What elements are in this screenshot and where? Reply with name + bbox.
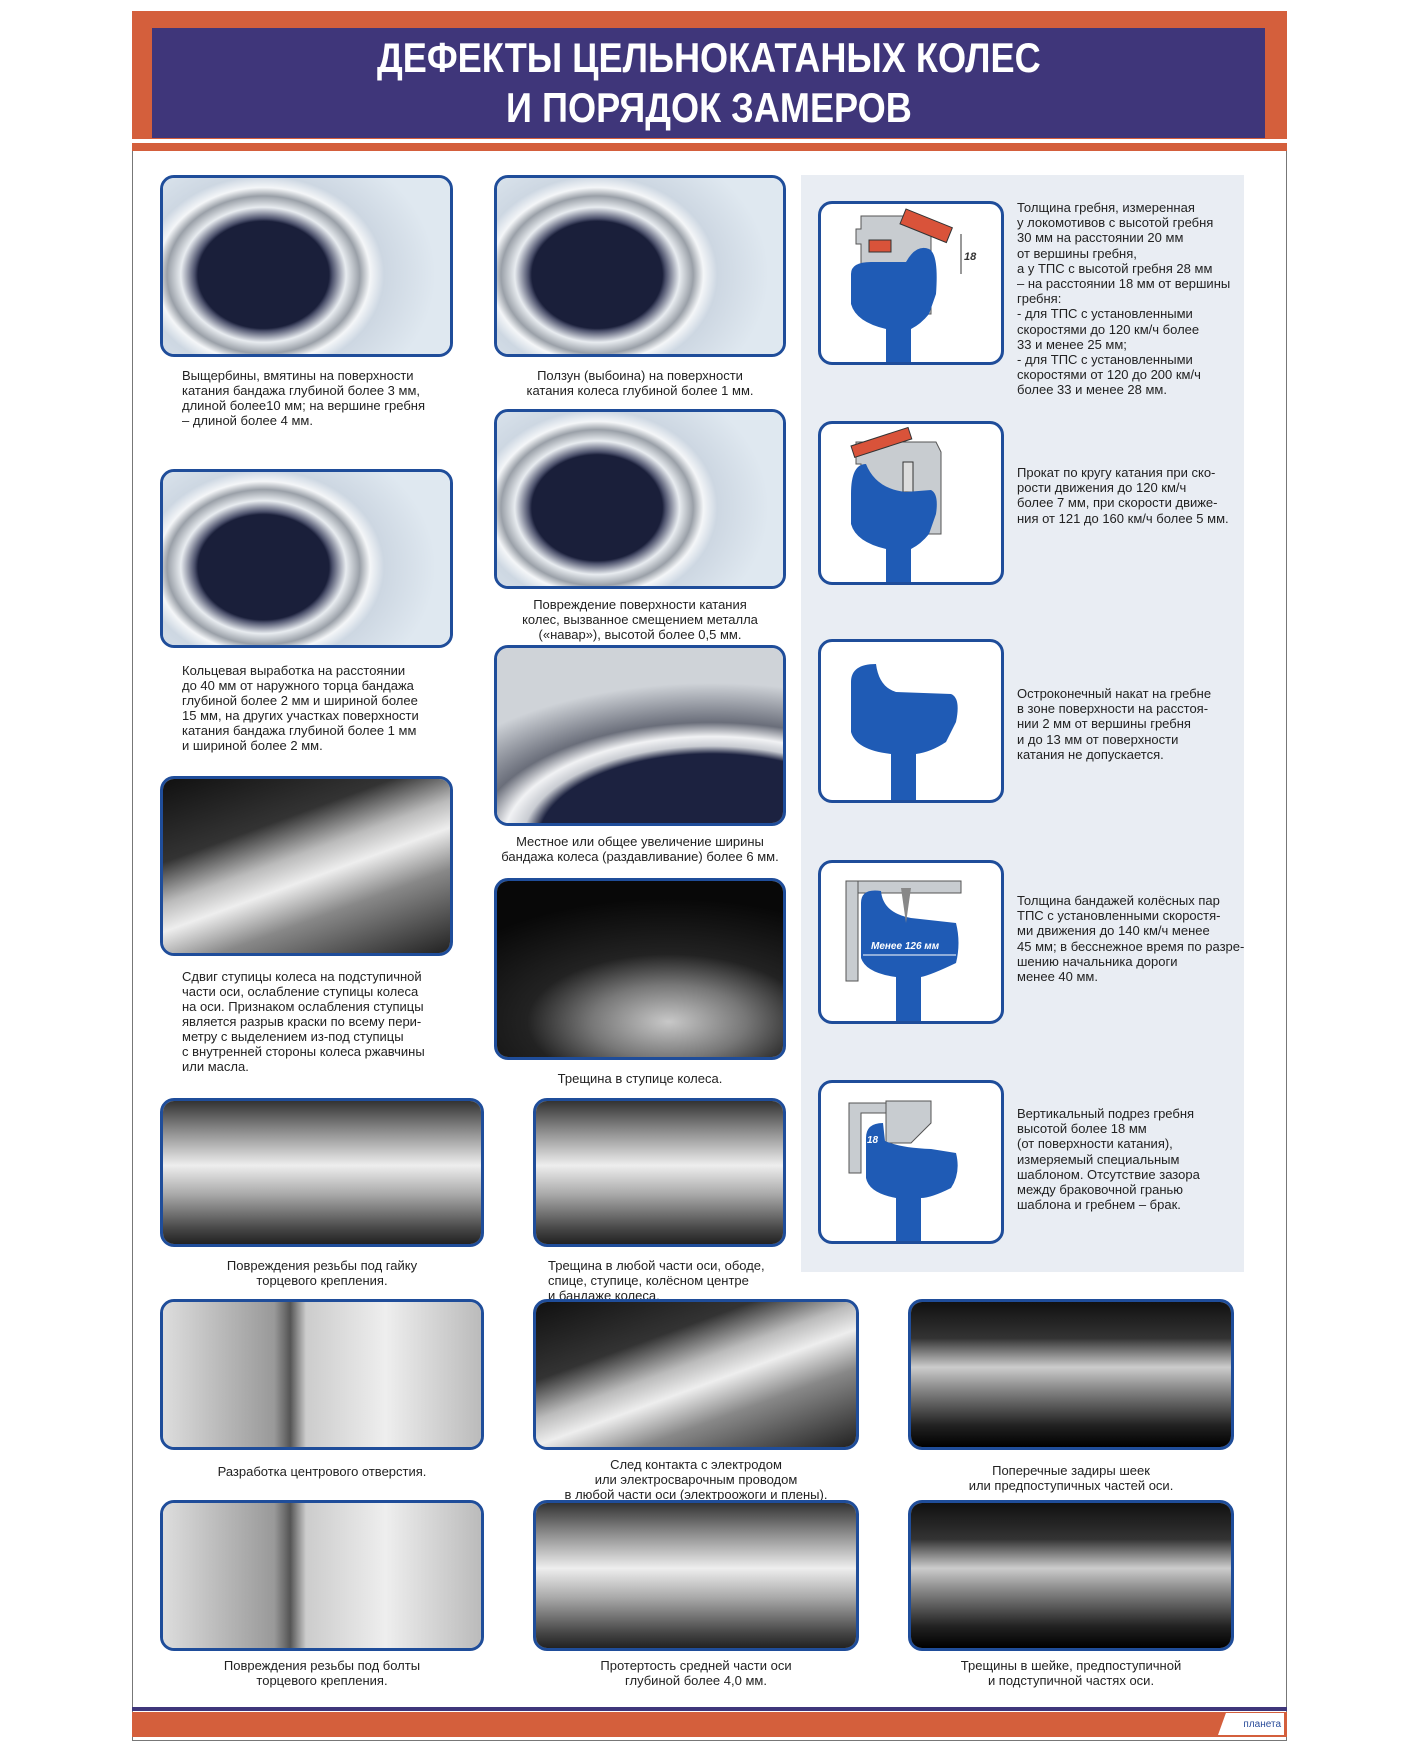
vertical-undercut-diagram: 18 bbox=[818, 1080, 1004, 1244]
publisher-logo: планета bbox=[1218, 1713, 1284, 1735]
defect-caption: Сдвиг ступицы колеса на подступичной час… bbox=[182, 969, 425, 1074]
defect-image bbox=[536, 1503, 856, 1648]
defect-caption: Повреждения резьбы под гайку торцевого к… bbox=[226, 1258, 418, 1288]
dimension-label: 18 bbox=[867, 1135, 879, 1146]
defect-caption: Ползун (выбоина) на поверхности катания … bbox=[526, 368, 754, 398]
defect-image bbox=[163, 1302, 481, 1447]
defect-image bbox=[536, 1302, 856, 1447]
measurement-text-sharp-flange: Остроконечный накат на гребне в зоне пов… bbox=[1017, 686, 1212, 762]
defect-photo bbox=[160, 1098, 484, 1247]
defect-caption: Поперечные задиры шеек или предпоступичн… bbox=[968, 1463, 1174, 1493]
footer-line bbox=[132, 1707, 1287, 1711]
defect-photo bbox=[494, 645, 786, 826]
measurement-text-vertical-undercut: Вертикальный подрез гребня высотой более… bbox=[1017, 1106, 1200, 1213]
defect-caption: Выщербины, вмятины на поверхности катани… bbox=[182, 368, 425, 428]
defect-image bbox=[163, 779, 450, 953]
defect-caption: Трещины в шейке, предпоступичной и подст… bbox=[960, 1658, 1182, 1688]
defect-caption: Повреждения резьбы под болты торцевого к… bbox=[223, 1658, 421, 1688]
defect-image bbox=[536, 1101, 783, 1244]
defect-photo bbox=[494, 175, 786, 357]
defect-photo bbox=[160, 175, 453, 357]
measurement-text-tire-thickness: Толщина бандажей колёсных пар ТПС с уста… bbox=[1017, 893, 1245, 985]
title-box: ДЕФЕКТЫ ЦЕЛЬНОКАТАНЫХ КОЛЕС И ПОРЯДОК ЗА… bbox=[152, 28, 1265, 138]
tire-thickness-diagram: Менее 126 мм bbox=[818, 860, 1004, 1024]
header-divider bbox=[132, 139, 1287, 143]
flange-thickness-diagram: 18 bbox=[818, 201, 1004, 365]
defect-photo bbox=[908, 1299, 1234, 1450]
defect-photo bbox=[160, 1299, 484, 1450]
defect-photo bbox=[160, 776, 453, 956]
dimension-label: 18 bbox=[964, 251, 977, 263]
defect-image bbox=[163, 178, 450, 354]
defect-photo bbox=[160, 469, 453, 648]
measurement-text-rolling-wear: Прокат по кругу катания при ско- рости д… bbox=[1017, 465, 1229, 526]
defect-caption: След контакта с электродом или электросв… bbox=[564, 1457, 828, 1502]
defect-image bbox=[497, 648, 783, 823]
defect-image bbox=[163, 1503, 481, 1648]
defect-photo bbox=[160, 1500, 484, 1651]
dimension-label: Менее 126 мм bbox=[871, 941, 940, 952]
defect-image bbox=[163, 472, 450, 645]
defect-image bbox=[911, 1503, 1231, 1648]
defect-caption: Разработка центрового отверстия. bbox=[217, 1464, 427, 1479]
footer-band bbox=[132, 1712, 1287, 1737]
sharp-flange-diagram bbox=[818, 639, 1004, 803]
rolling-wear-diagram bbox=[818, 421, 1004, 585]
defect-caption: Кольцевая выработка на расстоянии до 40 … bbox=[182, 663, 419, 753]
defect-caption: Протертость средней части оси глубиной б… bbox=[600, 1658, 792, 1688]
defect-image bbox=[497, 412, 783, 586]
defect-photo bbox=[533, 1299, 859, 1450]
measurement-text-flange-thickness: Толщина гребня, измеренная у локомотивов… bbox=[1017, 200, 1231, 398]
defect-image bbox=[911, 1302, 1231, 1447]
defect-photo bbox=[533, 1098, 786, 1247]
defect-image bbox=[497, 881, 783, 1057]
defect-photo bbox=[494, 409, 786, 589]
page-title-line-2: И ПОРЯДОК ЗАМЕРОВ bbox=[505, 84, 912, 131]
defect-image bbox=[163, 1101, 481, 1244]
defect-caption: Повреждение поверхности катания колес, в… bbox=[522, 597, 758, 642]
defect-caption: Местное или общее увеличение ширины банд… bbox=[501, 834, 779, 864]
page-title-line-1: ДЕФЕКТЫ ЦЕЛЬНОКАТАНЫХ КОЛЕС bbox=[376, 34, 1041, 81]
defect-image bbox=[497, 178, 783, 354]
defect-caption: Трещина в любой части оси, ободе, спице,… bbox=[548, 1258, 765, 1303]
defect-caption: Трещина в ступице колеса. bbox=[557, 1071, 723, 1086]
defect-photo bbox=[494, 878, 786, 1060]
defect-photo bbox=[908, 1500, 1234, 1651]
defect-photo bbox=[533, 1500, 859, 1651]
